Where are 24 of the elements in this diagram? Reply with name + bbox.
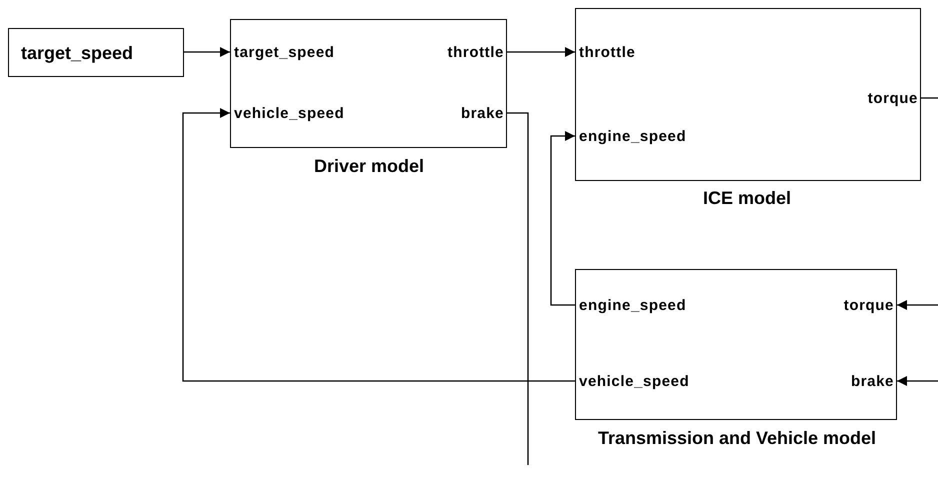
port-label: vehicle_speed [579,373,690,391]
port-label: vehicle_speed [234,105,344,123]
signal-arrow [182,108,575,382]
port-label: brake [460,105,504,123]
block-title: ICE model [703,189,791,207]
signal-arrow [507,47,575,57]
signal-arrow [184,47,230,57]
input-block [8,28,184,77]
port-label: target_speed [234,44,335,62]
port-label: throttle [448,44,504,62]
signal-arrow [897,300,938,310]
block-label: target_speed [21,44,134,62]
block-title: Transmission and Vehicle model [598,429,876,447]
port-label: throttle [579,44,636,62]
port-label: engine_speed [579,297,686,315]
signal-arrow [897,376,938,386]
port-label: torque [868,90,918,108]
port-label: torque [844,297,894,315]
signal-line [507,112,529,465]
block-title: Driver model [314,157,424,175]
port-label: engine_speed [579,128,686,146]
port-label: brake [850,373,894,391]
signal-line [921,97,938,99]
signal-arrow [550,131,575,306]
